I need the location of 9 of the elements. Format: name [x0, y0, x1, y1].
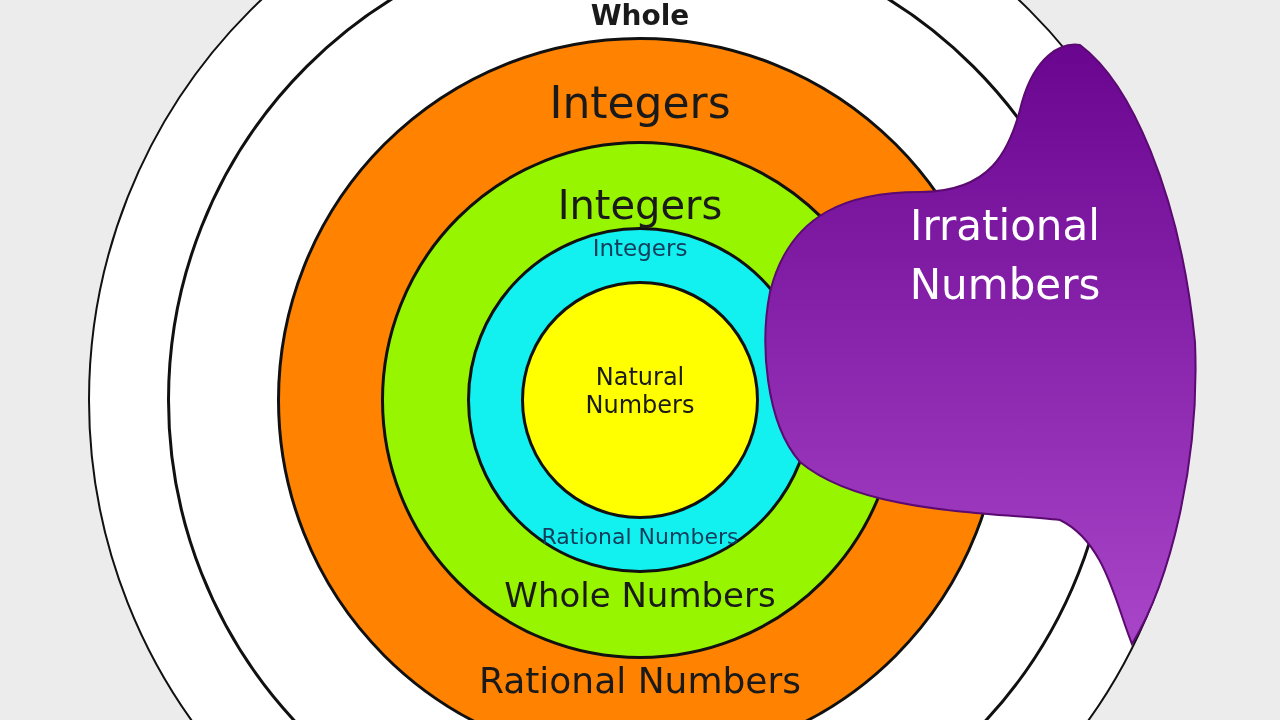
set-label: Integers [549, 78, 731, 129]
set-label: Whole Numbers [504, 576, 776, 616]
set-label: Irrational Numbers [908, 200, 1102, 311]
set-label: Rational Numbers [541, 524, 739, 550]
set-label: Natural Numbers [584, 364, 696, 420]
set-label: Integers [557, 182, 723, 228]
set-label: Whole [590, 0, 690, 33]
set-label: Rational Numbers [478, 660, 802, 702]
set-label: Integers [592, 235, 688, 262]
